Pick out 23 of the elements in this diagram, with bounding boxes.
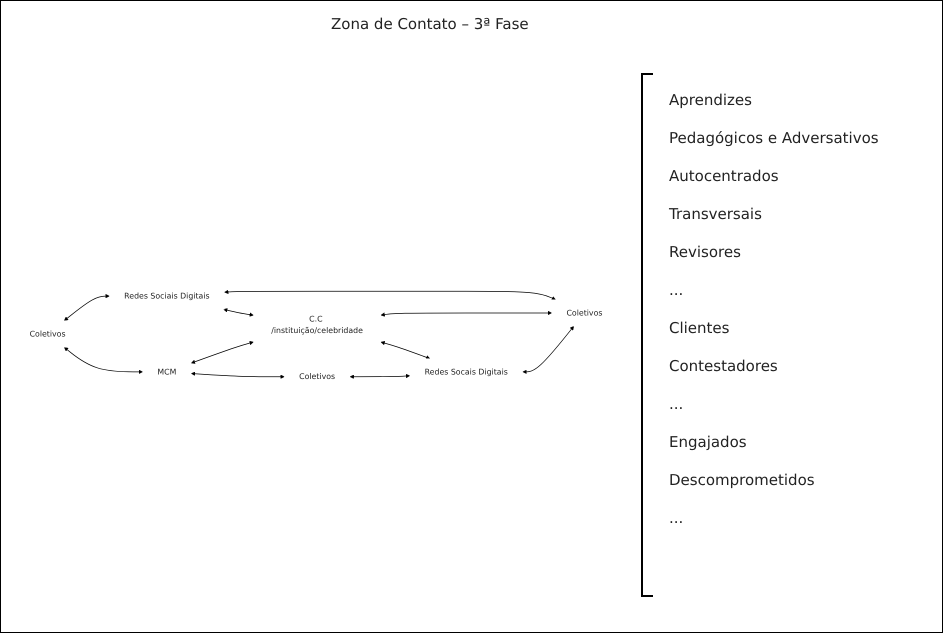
category-label: Clientes xyxy=(669,318,730,339)
arrow xyxy=(224,289,556,300)
category-label: ... xyxy=(669,280,684,301)
category-label: ... xyxy=(669,394,684,415)
arrow xyxy=(64,294,110,320)
arrow xyxy=(223,308,254,316)
category-label: Contestadores xyxy=(669,356,779,377)
arrow xyxy=(191,371,285,378)
category-label: Transversais xyxy=(669,204,763,225)
arrow xyxy=(380,310,552,316)
category-label: Engajados xyxy=(669,432,748,453)
arrow xyxy=(380,340,430,359)
arrow xyxy=(191,340,254,364)
category-label: Autocentrados xyxy=(669,166,780,187)
arrow xyxy=(522,326,574,374)
diagram-title: Zona de Contato – 3ª Fase xyxy=(331,15,529,33)
category-label: Aprendizes xyxy=(669,90,753,111)
category-label: Revisores xyxy=(669,242,742,263)
category-label: Descomprometidos xyxy=(669,470,816,491)
category-label: Pedagógicos e Adversativos xyxy=(669,128,879,149)
category-label: ... xyxy=(669,508,684,529)
arrow xyxy=(64,346,143,374)
arrow xyxy=(350,373,410,378)
